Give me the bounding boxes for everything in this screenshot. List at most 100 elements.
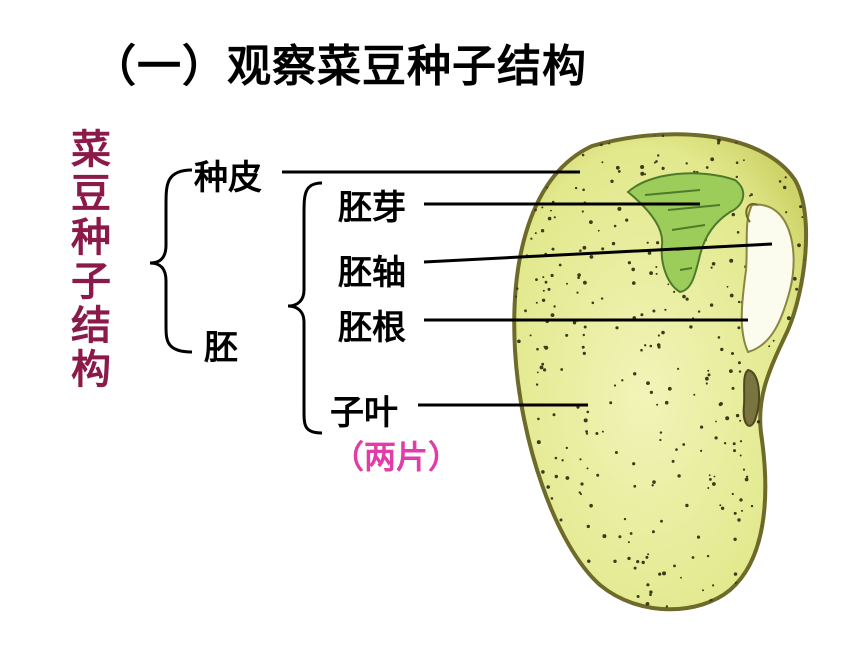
speckle-dot — [677, 367, 680, 370]
speckle-dot — [696, 535, 701, 539]
speckle-dot — [735, 161, 739, 164]
speckle-dot — [533, 138, 536, 142]
speckle-dot — [582, 245, 587, 250]
side-title: 菜 豆 种 子 结 构 — [66, 128, 116, 392]
speckle-dot — [617, 170, 621, 173]
speckle-dot — [615, 326, 619, 330]
speckle-dot — [609, 401, 613, 405]
speckle-dot — [552, 413, 556, 417]
speckle-dot — [646, 583, 650, 587]
speckle-dot — [780, 521, 783, 524]
speckle-dot — [561, 459, 564, 462]
speckle-dot — [633, 484, 637, 488]
speckle-dot — [733, 572, 738, 576]
speckle-dot — [509, 367, 512, 370]
speckle-dot — [660, 519, 663, 523]
speckle-dot — [797, 243, 801, 248]
speckle-dot — [583, 280, 587, 285]
page-title: （一）观察菜豆种子结构 — [92, 41, 587, 92]
speckle-dot — [774, 593, 778, 596]
plumule-veins — [644, 189, 721, 271]
speckle-dot — [530, 237, 533, 240]
speckle-dot — [536, 347, 539, 351]
speckle-dot — [572, 321, 577, 325]
speckle-dot — [760, 596, 764, 599]
speckle-dot — [661, 330, 665, 335]
speckle-dot — [702, 589, 704, 592]
speckle-dot — [799, 547, 802, 550]
speckle-dot — [537, 417, 540, 421]
speckle-dot — [708, 474, 711, 477]
speckle-dot — [579, 458, 582, 461]
speckle-dot — [786, 394, 790, 398]
speckle-dot — [558, 130, 562, 134]
speckle-dot — [717, 141, 720, 145]
speckle-dot — [745, 475, 749, 478]
speckle-dot — [662, 571, 666, 576]
speckle-dot — [712, 584, 715, 587]
speckle-dot — [548, 528, 552, 532]
speckle-dot — [601, 161, 604, 164]
speckle-dot — [664, 400, 669, 405]
speckle-dot — [539, 365, 544, 370]
speckle-dot — [707, 487, 710, 489]
speckle-dot — [546, 485, 550, 489]
speckle-dot — [659, 431, 663, 434]
speckle-dot — [691, 556, 695, 559]
speckle-dot — [706, 554, 710, 558]
speckle-dot — [677, 474, 681, 478]
speckle-dot — [640, 313, 644, 317]
speckle-dot — [750, 504, 754, 508]
speckle-dot — [514, 518, 517, 522]
side-title-char: 豆 — [71, 171, 111, 217]
speckle-dot — [511, 499, 514, 502]
speckle-dot — [577, 276, 580, 280]
speckle-dot — [565, 333, 569, 337]
speckle-dot — [673, 564, 676, 568]
speckle-dot — [807, 544, 810, 547]
speckle-dot — [786, 316, 791, 321]
speckle-dot — [780, 391, 785, 395]
speckle-dot — [689, 325, 693, 329]
speckle-dot — [591, 586, 596, 591]
speckle-dot — [517, 339, 521, 344]
speckle-dot — [566, 282, 568, 285]
speckle-dot — [655, 160, 658, 163]
speckle-dot — [720, 347, 724, 352]
label-cotyledon: 子叶 — [330, 393, 398, 433]
speckle-dot — [534, 232, 537, 235]
speckle-dot — [587, 559, 591, 563]
speckle-dot — [594, 129, 597, 132]
speckle-dot — [809, 136, 811, 138]
speckle-dot — [612, 607, 616, 610]
speckle-dot — [785, 211, 788, 214]
speckle-dot — [581, 153, 585, 157]
speckle-dot — [806, 451, 807, 454]
speckle-dot — [636, 595, 640, 598]
speckle-dot — [682, 443, 686, 446]
speckle-dot — [804, 362, 807, 367]
speckle-dot — [536, 371, 539, 374]
side-title-char: 菜 — [71, 127, 111, 173]
speckle-dot — [509, 228, 512, 231]
speckle-dot — [788, 455, 791, 457]
speckle-dot — [614, 451, 618, 454]
speckle-dot — [556, 579, 560, 583]
speckle-dot — [705, 382, 708, 385]
speckle-dot — [780, 387, 784, 391]
speckle-dot — [546, 186, 549, 189]
speckle-dot — [589, 503, 593, 508]
speckle-dot — [793, 420, 796, 423]
speckle-dot — [515, 287, 519, 290]
speckle-dot — [739, 498, 743, 502]
speckle-dot — [741, 509, 743, 512]
speckle-dot — [515, 536, 519, 539]
speckle-dot — [710, 157, 715, 162]
speckle-dot — [649, 344, 653, 348]
speckle-dot — [537, 509, 542, 514]
speckle-dot — [608, 142, 611, 145]
speckle-dot — [539, 159, 544, 163]
speckle-dot — [565, 476, 570, 480]
speckle-dot — [720, 608, 723, 610]
speckle-dot — [737, 326, 741, 330]
